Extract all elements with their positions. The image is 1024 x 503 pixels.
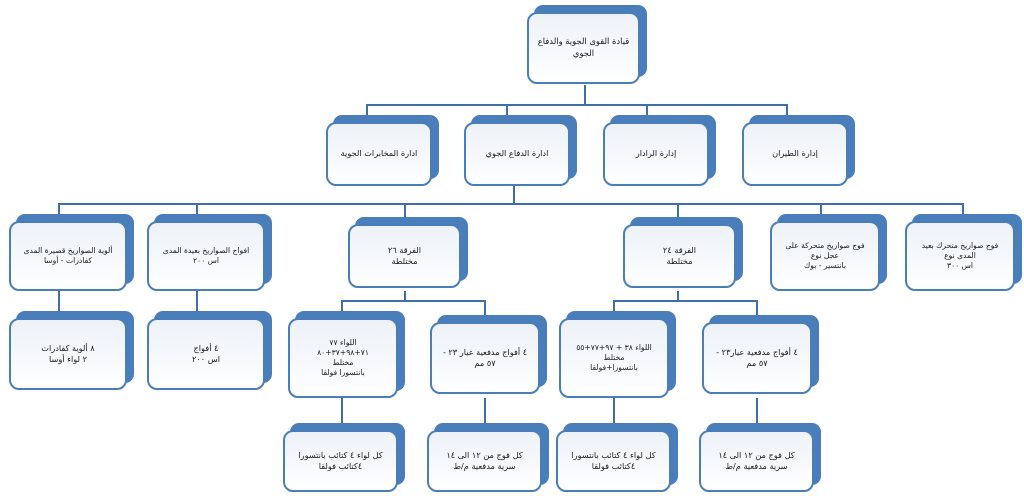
node-label: فوج صواريخ متحرك بعيد المدى نوع اس ٣٠٠	[921, 240, 999, 271]
node-artillery-companies-26[interactable]: كل فوج من ١٢ الى ١٤ سرية مدفعية م/ط	[427, 423, 549, 492]
connector-level2-drop-1	[366, 104, 368, 122]
connector-level2-drop-4	[786, 104, 788, 122]
connector-level3-bus	[58, 203, 963, 205]
node-face: كل فوج من ١٢ الى ١٤ سرية مدفعية م/ط	[427, 430, 542, 492]
node-face: ٤ أفواج مدفعية عيار ٢٣ - ٥٧ مم	[430, 322, 540, 394]
node-face: الفرقة ٢٦ مختلطة	[348, 224, 461, 288]
node-aviation-directorate[interactable]: إدارة الطيران	[742, 115, 855, 186]
node-wheeled-mobile-missile-regiment[interactable]: فوج صواريخ متحركة على عجل نوع بانتسير - …	[770, 214, 887, 291]
node-face: فوج صواريخ متحركة على عجل نوع بانتسير - …	[770, 221, 880, 291]
node-face: إدارة الرادار	[603, 122, 709, 186]
connector-l4c5-stem	[613, 398, 615, 430]
node-label: كل فوج من ١٢ الى ١٤ سرية مدفعية م/ط	[718, 449, 795, 471]
node-label: ٤ أفواج اس ٢٠٠	[191, 342, 221, 364]
connector-l4c4-stem	[484, 398, 486, 430]
node-label: إدارة الرادار	[635, 148, 677, 159]
node-air-intelligence-directorate[interactable]: ادارة المخابرات الجوية	[326, 115, 439, 186]
node-label: ألوية الصواريخ قصيرة المدى كفادرات - أوس…	[23, 245, 113, 265]
node-radar-directorate[interactable]: إدارة الرادار	[603, 115, 716, 186]
connector-level3-drop-3	[404, 203, 406, 221]
node-face: قيادة القوى الجوية والدفاع الجوي	[527, 12, 640, 84]
node-division-26[interactable]: الفرقة ٢٦ مختلطة	[348, 217, 468, 288]
node-brigade-77-battalions[interactable]: كل لواء ٤ كتائب بانتسورا ٤كتائب فولقا	[283, 423, 405, 492]
node-artillery-regiments-24[interactable]: ٤ أفواج مدفعية عيار٢٣ - ٥٧ مم	[702, 315, 819, 394]
node-face: الفرقة ٢٤ مختلطة	[623, 224, 736, 288]
node-four-regiments-s200[interactable]: ٤ أفواج اس ٢٠٠	[147, 311, 272, 390]
node-long-range-missile-regiments[interactable]: افواج الصواريخ بعيدة المدى اس ٢٠٠	[147, 214, 272, 291]
node-face: كل لواء ٤ كتائب بانتسورا ٤كتائب فولقا	[556, 430, 671, 492]
connector-airdefense-stem	[513, 186, 515, 204]
connector-div24-stem	[677, 291, 679, 301]
node-short-range-missile-brigades[interactable]: ألوية الصواريخ قصيرة المدى كفادرات - أوس…	[9, 214, 134, 291]
connector-l4c6-stem	[756, 398, 758, 430]
node-label: الفرقة ٢٦ مختلطة	[387, 244, 422, 266]
node-label: افواج الصواريخ بعيدة المدى اس ٢٠٠	[162, 245, 250, 265]
connector-div26-drop-1	[341, 300, 343, 318]
connector-div26-stem	[404, 291, 406, 301]
node-air-defense-directorate[interactable]: ادارة الدفاع الجوي	[464, 115, 577, 186]
node-face: ألوية الصواريخ قصيرة المدى كفادرات - أوس…	[9, 221, 127, 291]
connector-level3-drop-1	[58, 203, 60, 221]
node-face: فوج صواريخ متحرك بعيد المدى نوع اس ٣٠٠	[905, 221, 1015, 291]
node-face: ادارة الدفاع الجوي	[464, 122, 570, 186]
node-artillery-companies-24[interactable]: كل فوج من ١٢ الى ١٤ سرية مدفعية م/ط	[699, 423, 821, 492]
node-label: كل لواء ٤ كتائب بانتسورا ٤كتائب فولقا	[571, 449, 656, 471]
node-label: ٤ أفواج مدفعية عيار٢٣ - ٥٧ مم	[716, 346, 798, 368]
connector-l4c3-stem	[341, 398, 343, 430]
connector-level3-drop-2	[196, 203, 198, 221]
node-label: اللواء ٧٧ ٧١+٩٨+٣٧+٨٠ مختلط بانتسورا فول…	[317, 337, 369, 378]
node-label: كل لواء ٤ كتائب بانتسورا ٤كتائب فولقا	[298, 449, 383, 471]
node-label: إدارة الطيران	[772, 148, 818, 159]
node-brigade-77[interactable]: اللواء ٧٧ ٧١+٩٨+٣٧+٨٠ مختلط بانتسورا فول…	[288, 311, 405, 398]
node-label: كل فوج من ١٢ الى ١٤ سرية مدفعية م/ط	[446, 449, 523, 471]
node-face: ٤ أفواج اس ٢٠٠	[147, 318, 265, 390]
node-label: فوج صواريخ متحركة على عجل نوع بانتسير - …	[785, 240, 865, 271]
node-label: اللواء ٣٨ + ٩٧+٧٧+٥٥ مختلط بانتسورا+فولق…	[576, 342, 652, 373]
connector-level3-drop-6	[962, 203, 964, 221]
connector-l3c2-stem	[196, 291, 198, 318]
node-air-force-command[interactable]: قيادة القوى الجوية والدفاع الجوي	[527, 5, 647, 84]
node-label: قيادة القوى الجوية والدفاع الجوي	[537, 36, 630, 58]
connector-level3-drop-4	[677, 203, 679, 221]
connector-root-stem	[584, 85, 586, 105]
node-label: ادارة الدفاع الجوي	[485, 148, 549, 159]
node-long-range-mobile-missile-regiment[interactable]: فوج صواريخ متحرك بعيد المدى نوع اس ٣٠٠	[905, 214, 1022, 291]
node-kvadrat-osa-brigades[interactable]: ٨ ألوية كفادرات ٢ لواء أوسا	[9, 311, 134, 390]
connector-div24-drop-1	[613, 300, 615, 318]
node-face: كل لواء ٤ كتائب بانتسورا ٤كتائب فولقا	[283, 430, 398, 492]
node-face: ٨ ألوية كفادرات ٢ لواء أوسا	[9, 318, 127, 390]
connector-div26-bus	[341, 300, 484, 302]
node-face: ادارة المخابرات الجوية	[326, 122, 432, 186]
node-face: افواج الصواريخ بعيدة المدى اس ٢٠٠	[147, 221, 265, 291]
node-face: اللواء ٣٨ + ٩٧+٧٧+٥٥ مختلط بانتسورا+فولق…	[559, 318, 669, 398]
node-brigade-38[interactable]: اللواء ٣٨ + ٩٧+٧٧+٥٥ مختلط بانتسورا+فولق…	[559, 311, 676, 398]
node-artillery-regiments-26[interactable]: ٤ أفواج مدفعية عيار ٢٣ - ٥٧ مم	[430, 315, 547, 394]
node-label: الفرقة ٢٤ مختلطة	[662, 244, 697, 266]
node-face: اللواء ٧٧ ٧١+٩٨+٣٧+٨٠ مختلط بانتسورا فول…	[288, 318, 398, 398]
node-face: كل فوج من ١٢ الى ١٤ سرية مدفعية م/ط	[699, 430, 814, 492]
connector-level2-drop-2	[506, 104, 508, 122]
connector-level3-drop-5	[820, 203, 822, 221]
connector-div24-drop-2	[756, 300, 758, 318]
node-division-24[interactable]: الفرقة ٢٤ مختلطة	[623, 217, 743, 288]
node-face: إدارة الطيران	[742, 122, 848, 186]
connector-level2-bus	[366, 104, 786, 106]
node-label: ادارة المخابرات الجوية	[340, 148, 418, 159]
node-brigade-38-battalions[interactable]: كل لواء ٤ كتائب بانتسورا ٤كتائب فولقا	[556, 423, 678, 492]
node-label: ٨ ألوية كفادرات ٢ لواء أوسا	[41, 342, 95, 364]
connector-l3c1-stem	[58, 291, 60, 318]
connector-div26-drop-2	[484, 300, 486, 318]
connector-level2-drop-3	[646, 104, 648, 122]
connector-div24-bus	[613, 300, 756, 302]
node-face: ٤ أفواج مدفعية عيار٢٣ - ٥٧ مم	[702, 322, 812, 394]
node-label: ٤ أفواج مدفعية عيار ٢٣ - ٥٧ مم	[442, 346, 528, 368]
